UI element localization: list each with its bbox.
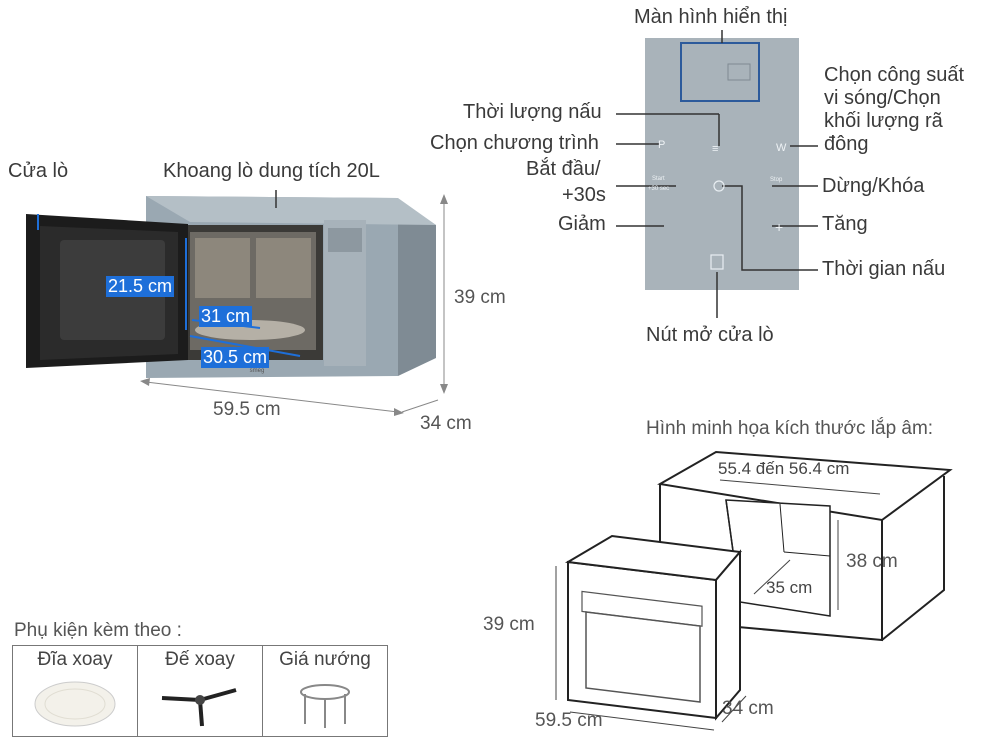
height-label: 39 cm <box>454 287 506 308</box>
cook-amount-icon: ≡ <box>712 143 718 155</box>
grill-rack-icon <box>300 684 350 728</box>
niche-depth-label: 35 cm <box>766 578 813 597</box>
accessory-grill-rack: Giá nướng <box>262 645 388 737</box>
start-key-sub-text: +30 sec <box>648 186 670 192</box>
niche-width-label: 55.4 đến 56.4 cm <box>718 459 850 478</box>
niche <box>725 499 831 617</box>
turntable-icon <box>34 681 116 727</box>
decrease-label: Giảm <box>558 213 606 235</box>
oven-width-label: 59.5 cm <box>535 710 603 731</box>
depth-label: 34 cm <box>420 413 472 434</box>
accessories-table: Đĩa xoay Đế xoay Giá nướng <box>12 645 388 737</box>
stop-label: Dừng/Khóa <box>822 175 925 197</box>
program-icon: P <box>658 139 665 151</box>
cook-amount-label: Thời lượng nấu <box>463 101 602 123</box>
power-label: Chọn công suất vi sóng/Chọn khối lượng r… <box>824 64 965 155</box>
oven-height-label: 39 cm <box>483 614 535 635</box>
installation-title: Hình minh họa kích thước lắp âm: <box>646 418 934 439</box>
accessory-turntable: Đĩa xoay <box>12 645 138 737</box>
door-label: Cửa lò <box>8 160 69 182</box>
start-label-1: Bắt đầu/ <box>526 158 601 180</box>
display-label: Màn hình hiển thị <box>634 6 788 28</box>
increase-label: Tăng <box>822 213 868 235</box>
plus-icon: + <box>775 219 783 235</box>
door-button-label: Nút mở cửa lò <box>646 324 774 346</box>
program-label: Chọn chương trình <box>430 132 599 154</box>
control-panel <box>645 38 799 290</box>
start-key-text: Start <box>652 176 665 182</box>
stop-key-text: Stop <box>770 177 783 183</box>
accessory-name: Đế xoay <box>165 649 235 670</box>
display-screen <box>680 42 760 102</box>
accessory-roller-stand: Đế xoay <box>137 645 263 737</box>
brand-logo: smeg <box>250 368 265 374</box>
oven-depth-label: 34 cm <box>722 698 774 719</box>
inner-depth-label: 31 cm <box>199 306 253 327</box>
width-label: 59.5 cm <box>213 399 281 420</box>
door-open-icon <box>710 254 724 270</box>
cavity-label: Khoang lò dung tích 20L <box>163 160 380 182</box>
accessory-name: Giá nướng <box>279 649 371 670</box>
niche-height-label: 38 cm <box>846 551 898 572</box>
start-label-2: +30s <box>562 184 606 206</box>
accessories-title: Phụ kiện kèm theo : <box>14 620 182 641</box>
cook-time-dial-icon <box>713 180 725 192</box>
accessory-name: Đĩa xoay <box>37 649 113 670</box>
oven-side <box>715 549 741 721</box>
inner-width-label: 30.5 cm <box>201 347 270 368</box>
cook-time-label: Thời gian nấu <box>822 258 946 280</box>
power-icon: W <box>776 142 787 154</box>
microwave-side <box>398 200 436 376</box>
roller-stand-icon <box>161 688 237 727</box>
inner-height-label: 21.5 cm <box>106 276 175 297</box>
